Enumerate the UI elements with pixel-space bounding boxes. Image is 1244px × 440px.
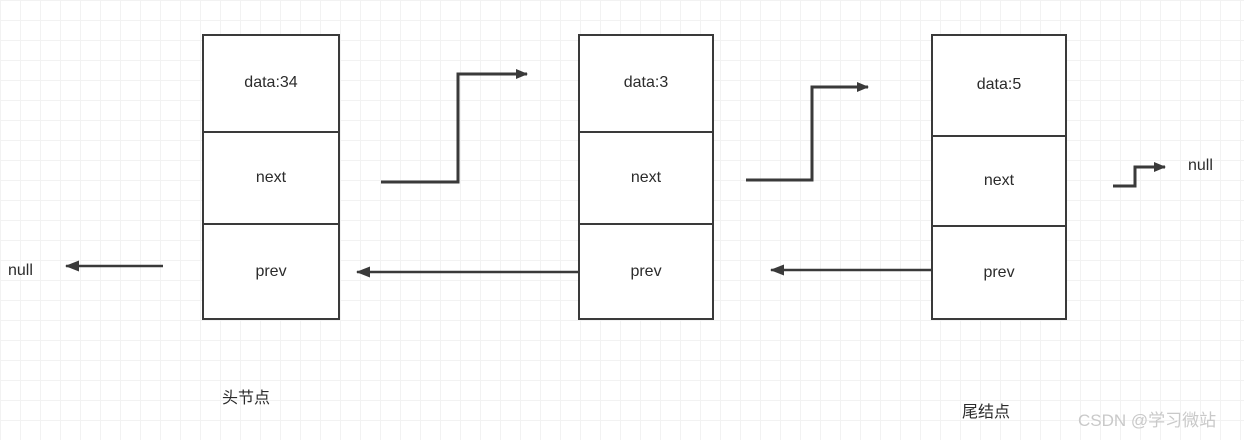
node-cell-data: data:3 [580, 36, 712, 131]
terminal-null-right: null [1188, 157, 1213, 174]
node-cell-prev: prev [204, 223, 338, 318]
edge-next-node3-to-null [1113, 162, 1166, 188]
caption-tail-node: 尾结点 [962, 404, 1011, 421]
node-cell-prev: prev [580, 223, 712, 318]
list-node-middle[interactable]: data:3 next prev [578, 34, 714, 320]
node-cell-next: next [933, 134, 1065, 226]
edge-next-node1-to-node2 [381, 69, 528, 184]
list-node-tail[interactable]: data:5 next prev [931, 34, 1067, 320]
caption-head-node: 头节点 [222, 390, 271, 407]
node-cell-next: next [204, 130, 338, 224]
csdn-watermark: CSDN @学习微站 [1078, 411, 1217, 430]
node-cell-next: next [580, 130, 712, 224]
list-node-head[interactable]: data:34 next prev [202, 34, 340, 320]
node-cell-data: data:34 [204, 36, 338, 131]
edge-next-node2-to-node3 [746, 82, 869, 182]
terminal-null-left: null [8, 262, 33, 279]
node-cell-data: data:5 [933, 36, 1065, 135]
node-cell-prev: prev [933, 225, 1065, 318]
